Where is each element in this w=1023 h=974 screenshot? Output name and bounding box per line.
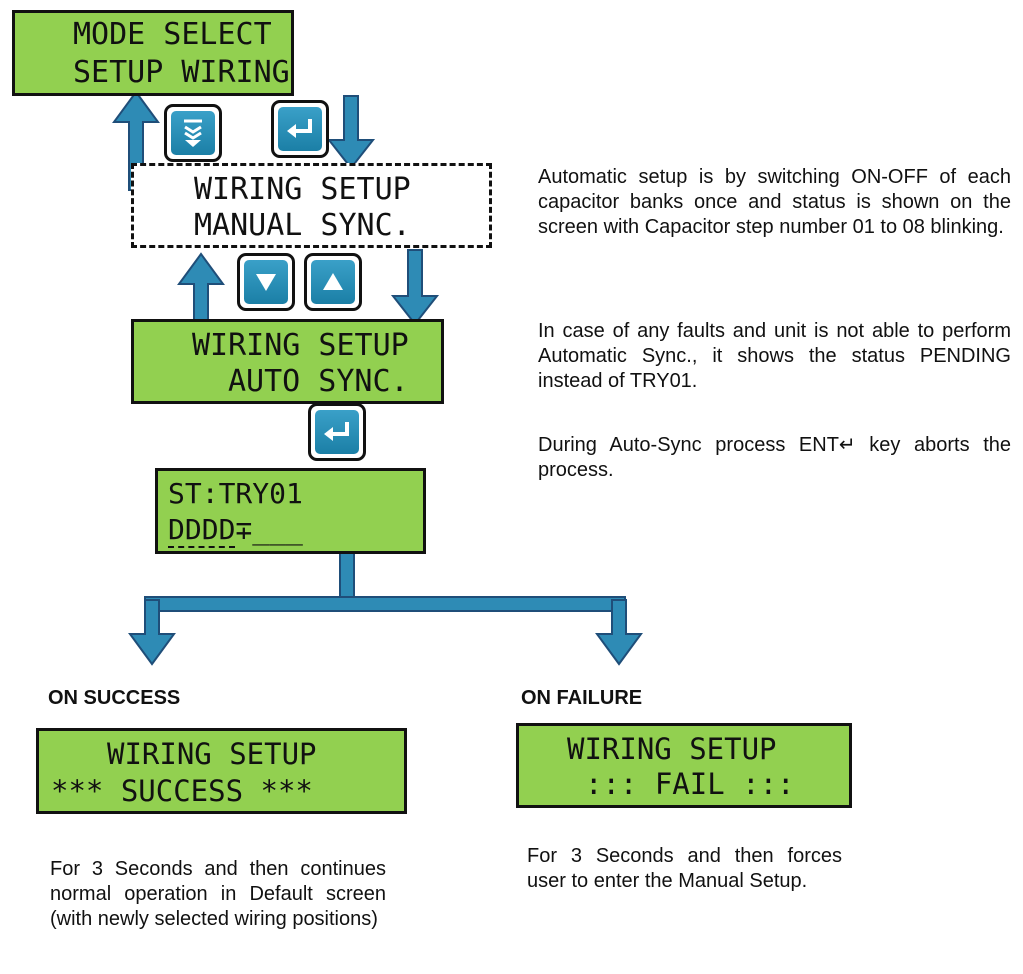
double-chevron-down-icon [184,119,202,147]
step-status-done: DDDD [168,513,236,548]
lcd-line-2: AUTO SYNC. [228,364,409,399]
lcd-fail: WIRING SETUP ::: FAIL ::: [516,723,852,808]
lcd-line-2: SETUP WIRING [73,55,290,90]
lcd-manual-sync: WIRING SETUP MANUAL SYNC. [131,163,492,248]
lcd-auto-sync: WIRING SETUP AUTO SYNC. [131,319,444,404]
arrow-down-to-failure [595,599,643,666]
lcd-line-2: MANUAL SYNC. [194,208,411,243]
enter-key[interactable] [271,100,329,158]
step-status-pending: ___ [252,513,303,546]
step-status-active: ∓ [235,513,253,546]
triangle-up-icon [323,273,343,290]
lcd-line-2: DDDD∓___ [168,513,423,548]
triangle-down-icon [256,274,276,291]
enter-icon [287,119,312,138]
failure-description: For 3 Seconds and then forces user to en… [527,845,842,892]
up-key[interactable] [304,253,362,311]
arrow-down-to-auto-sync [390,249,440,326]
success-description: For 3 Seconds and then continues normal … [50,858,386,930]
lcd-line-1: WIRING SETUP [192,328,409,363]
arrow-down-to-success [128,599,176,666]
lcd-success: WIRING SETUP *** SUCCESS *** [36,728,407,814]
down-key[interactable] [237,253,295,311]
failure-heading: ON FAILURE [521,687,643,709]
enter-icon [324,422,349,441]
lcd-mode-select: MODE SELECT SETUP WIRING [12,10,294,96]
lcd-line-1: WIRING SETUP [107,737,317,771]
lcd-line-2: ::: FAIL ::: [585,767,795,801]
lcd-line-1: WIRING SETUP [567,732,777,766]
note-faults: In case of any faults and unit is not ab… [538,320,1011,392]
enter-key[interactable] [308,403,366,461]
lcd-line-2: *** SUCCESS *** [51,774,313,808]
note-abort: During Auto-Sync process ENT↵ key aborts… [538,434,1011,481]
arrow-down-to-manual-sync [326,95,376,170]
lcd-line-1: MODE SELECT [73,17,272,52]
note-automatic-setup: Automatic setup is by switching ON-OFF o… [538,166,1011,238]
branch-bar [144,596,626,612]
lcd-status: ST:TRY01 DDDD∓___ [155,468,426,554]
branch-stem [339,552,355,598]
success-heading: ON SUCCESS [48,687,181,709]
lcd-line-1: WIRING SETUP [194,172,411,207]
lcd-line-1: ST:TRY01 [168,477,303,510]
scroll-down-key[interactable] [164,104,222,162]
